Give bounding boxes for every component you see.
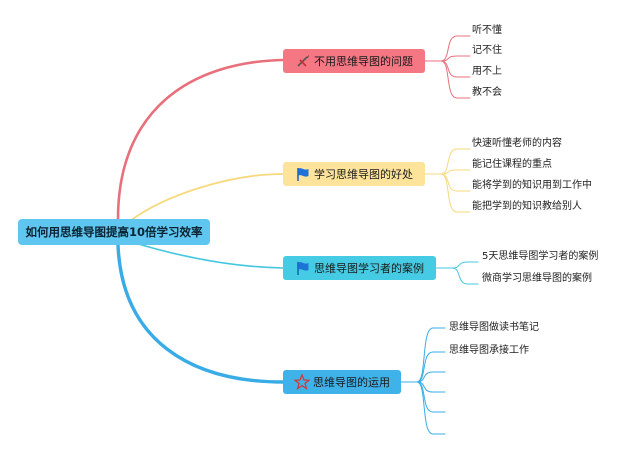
connector-cases-leaf-1 (435, 261, 479, 269)
branch-benefits[interactable]: 学习思维导图的好处 (283, 162, 425, 186)
leaf-benefit-1[interactable]: 快速听懂老师的内容 (472, 138, 562, 149)
connector-root-benefits (129, 173, 284, 222)
branch-problems[interactable]: 不用思维导图的问题 (283, 49, 425, 73)
red-star-icon (294, 374, 310, 390)
connector-root-cases (134, 242, 284, 269)
connector-problems-leaf-4 (424, 60, 471, 99)
leaf-case-1[interactable]: 5天思维导图学习者的案例 (482, 251, 599, 262)
leaf-benefit-4[interactable]: 能把学到的知识教给别人 (472, 201, 582, 212)
connector-applications-leaf-6 (400, 381, 446, 435)
blue-flag-icon (297, 262, 309, 275)
branch-applications[interactable]: 思维导图的运用 (283, 370, 401, 394)
leaf-problem-4[interactable]: 教不会 (472, 87, 502, 98)
blue-flag-icon (297, 168, 309, 181)
connector-cases-leaf-2 (435, 267, 479, 285)
pencil-tools-icon (297, 55, 309, 67)
connector-benefits-leaf-4 (424, 173, 471, 213)
leaf-problem-3[interactable]: 用不上 (472, 66, 502, 77)
connector-benefits-leaf-2 (424, 169, 471, 175)
root-topic[interactable]: 如何用思维导图提高10倍学习效率 (18, 219, 210, 245)
leaf-benefit-3[interactable]: 能将学到的知识用到工作中 (472, 180, 592, 191)
branch-benefits-label: 学习思维导图的好处 (314, 168, 413, 181)
connector-problems-leaf-1 (424, 35, 471, 62)
connector-root-problems (116, 58, 285, 221)
branch-cases[interactable]: 思维导图学习者的案例 (283, 256, 436, 280)
leaf-benefit-2[interactable]: 能记住课程的重点 (472, 159, 552, 170)
branch-applications-label: 思维导图的运用 (313, 376, 390, 389)
branch-cases-label: 思维导图学习者的案例 (314, 262, 424, 275)
leaf-application-2[interactable]: 思维导图承接工作 (449, 345, 529, 356)
leaf-problem-2[interactable]: 记不住 (472, 45, 502, 56)
leaf-application-1[interactable]: 思维导图做读书笔记 (449, 322, 539, 333)
root-topic-label: 如何用思维导图提高10倍学习效率 (25, 225, 203, 239)
leaf-case-2[interactable]: 微商学习思维导图的案例 (482, 273, 592, 284)
branch-problems-label: 不用思维导图的问题 (314, 55, 413, 68)
connector-root-applications (116, 243, 285, 384)
connector-problems-leaf-2 (424, 55, 471, 62)
leaf-problem-1[interactable]: 听不懂 (472, 25, 502, 36)
